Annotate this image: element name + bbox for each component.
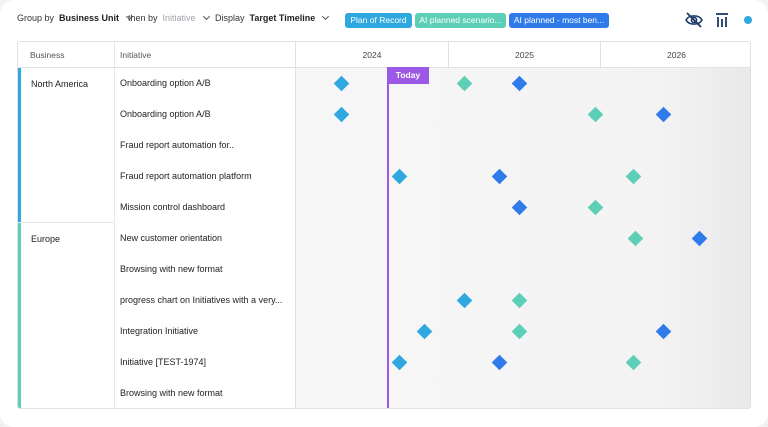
group-color-bar (18, 223, 21, 408)
column-header-initiative[interactable]: Initiative (115, 42, 296, 68)
group-name: Europe (31, 234, 61, 244)
today-marker-line (387, 67, 389, 408)
timeline-area (296, 68, 750, 408)
display-value: Target Timeline (249, 13, 316, 23)
timeline-grid: Business Initiative 2024 2025 2026 North… (17, 41, 751, 409)
group-by-dropdown[interactable]: Group by Business Unit (17, 12, 134, 23)
scenario-chip-plan-of-record[interactable]: Plan of Record (345, 13, 412, 28)
year-header-2025: 2025 (448, 42, 600, 68)
scenario-chip-ai-planned-most-beneficial[interactable]: AI planned - most ben... (509, 13, 609, 28)
initiative-row-label[interactable]: New customer orientation (115, 223, 296, 254)
group-europe: Europe (18, 223, 115, 408)
status-dot-icon[interactable] (744, 16, 752, 24)
then-by-dropdown[interactable]: then by Initiative (128, 12, 210, 23)
initiative-row-label[interactable]: Browsing with new format (115, 378, 296, 408)
group-name: North America (31, 79, 89, 89)
initiative-row-label[interactable]: Mission control dashboard (115, 192, 296, 223)
chevron-down-icon (202, 12, 210, 21)
toolbar: Group by Business Unit then by Initiativ… (0, 0, 768, 40)
initiative-row-label[interactable]: Fraud report automation platform (115, 161, 296, 192)
initiative-row-label[interactable]: Fraud report automation for.. (115, 130, 296, 161)
initiative-row-label[interactable]: Onboarding option A/B (115, 68, 296, 99)
year-header-2026: 2026 (600, 42, 750, 68)
initiative-row-label[interactable]: progress chart on Initiatives with a ver… (115, 285, 296, 316)
group-by-label: Group by (17, 13, 55, 23)
initiative-row-label[interactable]: Integration Initiative (115, 316, 296, 347)
initiative-row-label[interactable]: Browsing with new format (115, 254, 296, 285)
then-by-value: Initiative (162, 13, 196, 23)
display-label: Display (215, 13, 245, 23)
group-color-bar (18, 68, 21, 222)
group-north-america: North America (18, 68, 115, 223)
then-by-label: then by (128, 13, 158, 23)
today-marker-label: Today (387, 67, 429, 84)
initiative-row-label[interactable]: Initiative [TEST-1974] (115, 347, 296, 378)
chevron-down-icon (322, 12, 330, 21)
scenario-chip-ai-planned-scenario[interactable]: AI planned scenario... (415, 13, 506, 28)
display-dropdown[interactable]: Display Target Timeline (215, 12, 330, 23)
group-by-value: Business Unit (59, 13, 120, 23)
column-settings-icon[interactable] (712, 11, 732, 29)
initiative-row-label[interactable]: Onboarding option A/B (115, 99, 296, 130)
eye-off-icon[interactable] (684, 11, 704, 29)
column-header-business[interactable]: Business (18, 42, 115, 68)
year-header-2024: 2024 (296, 42, 448, 68)
